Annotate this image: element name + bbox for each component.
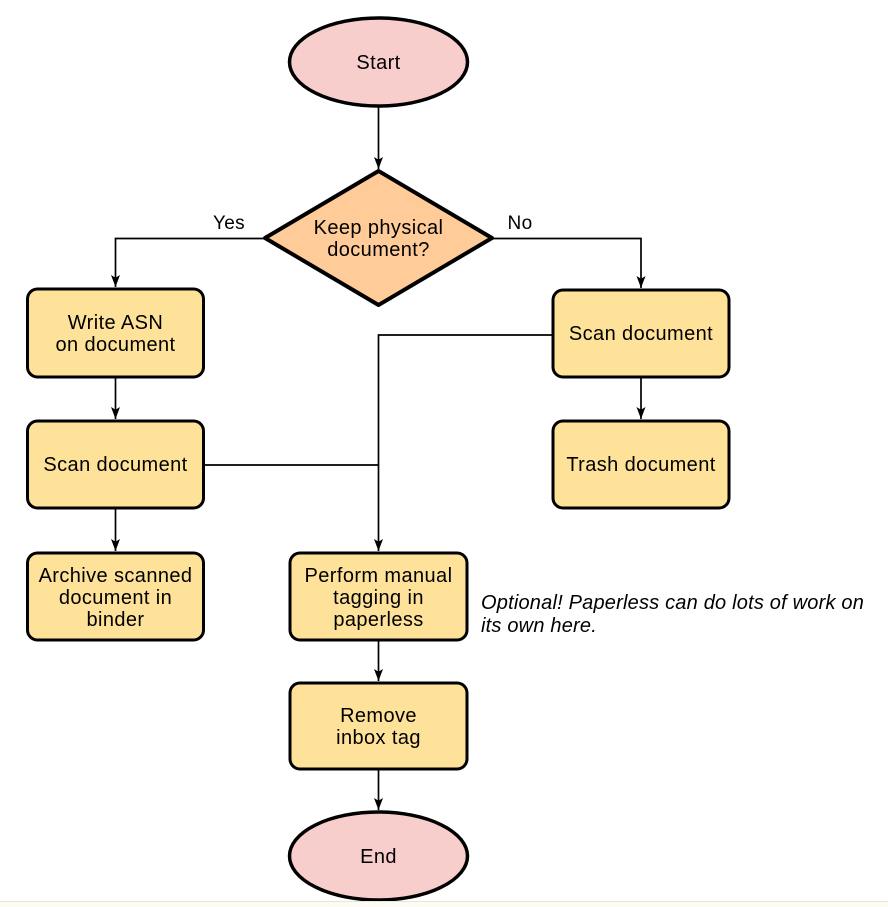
tagging-label-line-1: Perform manual [305, 565, 453, 587]
edge-label-yes: Yes [213, 213, 245, 234]
remove-inbox-box [288, 681, 469, 771]
node-archive: Archive scanned document in binder [26, 551, 205, 642]
edge-decision-yes-to-write-asn [111, 237, 265, 287]
decision-diamond [263, 169, 494, 307]
decision-label-line-1: Keep physical [314, 217, 444, 239]
archive-label-line-3: binder [87, 609, 145, 631]
node-end: End [287, 810, 470, 902]
end-ellipse [287, 810, 470, 902]
tagging-box [288, 551, 469, 642]
node-decision: Keep physical document? [263, 169, 494, 307]
node-scan-left: Scan document [26, 419, 205, 510]
end-label: End [360, 846, 397, 868]
tagging-label-line-2: tagging in [333, 587, 424, 609]
node-start: Start [287, 16, 470, 108]
node-scan-right: Scan document [551, 288, 731, 379]
write-asn-label-line-2: on document [55, 334, 175, 356]
start-label: Start [356, 52, 400, 74]
annotation-line-2: its own here. [481, 615, 597, 637]
edges-layer: Yes No [111, 106, 646, 810]
edge-decision-no-to-scan-right [492, 237, 646, 288]
write-asn-label-line-1: Write ASN [68, 312, 163, 334]
edge-label-no: No [508, 213, 533, 234]
start-ellipse [287, 16, 470, 108]
write-asn-box [26, 287, 205, 379]
annotation-line-1: Optional! Paperless can do lots of work … [481, 592, 864, 614]
scan-left-label: Scan document [43, 454, 187, 476]
node-tagging: Perform manual tagging in paperless [288, 551, 469, 642]
node-write-asn: Write ASN on document [26, 287, 205, 379]
trash-box [551, 419, 731, 510]
archive-label-line-2: document in [59, 587, 172, 609]
trash-label: Trash document [566, 454, 715, 476]
archive-box [26, 551, 205, 642]
remove-inbox-label-line-2: inbox tag [336, 727, 421, 749]
node-remove-inbox: Remove inbox tag [288, 681, 469, 771]
tagging-label-line-3: paperless [333, 609, 423, 631]
archive-label-line-1: Archive scanned [39, 565, 193, 587]
scan-left-box [26, 419, 205, 510]
page-bottom-edge [0, 901, 888, 907]
decision-label-line-2: document? [327, 239, 430, 261]
scan-right-label: Scan document [569, 323, 713, 345]
node-trash: Trash document [551, 419, 731, 510]
edge-scan-right-to-tagging [374, 334, 553, 551]
annotation: Optional! Paperless can do lots of work … [481, 592, 864, 637]
scan-right-box [551, 288, 731, 379]
remove-inbox-label-line-1: Remove [340, 705, 417, 727]
